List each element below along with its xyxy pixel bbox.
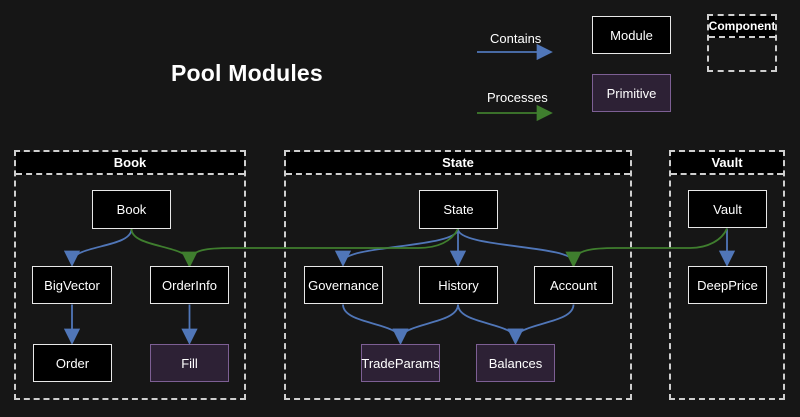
node-orderinfo-label: OrderInfo <box>162 277 217 293</box>
node-vault-label: Vault <box>713 201 742 217</box>
node-fill-label: Fill <box>181 355 198 371</box>
container-state: State <box>284 150 632 400</box>
container-state-title: State <box>286 152 630 175</box>
node-state-label: State <box>443 202 474 217</box>
container-vault-title: Vault <box>671 152 783 175</box>
node-fill: Fill <box>150 344 229 382</box>
node-governance-label: Governance <box>308 277 379 293</box>
node-account: Account <box>534 266 613 304</box>
node-balances: Balances <box>476 344 555 382</box>
node-tradeparams-label: TradeParams <box>361 355 440 371</box>
node-order: Order <box>33 344 112 382</box>
legend-module-label: Module <box>610 27 653 43</box>
node-governance: Governance <box>304 266 383 304</box>
node-tradeparams: TradeParams <box>361 344 440 382</box>
container-vault: Vault <box>669 150 785 400</box>
node-orderinfo: OrderInfo <box>150 266 229 304</box>
node-deepprice: DeepPrice <box>688 266 767 304</box>
node-bigvector-label: BigVector <box>44 277 100 293</box>
container-book-title: Book <box>16 152 244 175</box>
legend-module-swatch: Module <box>592 16 671 54</box>
legend-contains-label: Contains <box>490 31 542 46</box>
node-history: History <box>419 266 498 304</box>
node-book: Book <box>92 190 171 229</box>
node-account-label: Account <box>550 277 597 293</box>
node-vault: Vault <box>688 190 767 228</box>
legend-primitive-swatch: Primitive <box>592 74 671 112</box>
node-state: State <box>419 190 498 229</box>
node-deepprice-label: DeepPrice <box>697 277 758 293</box>
node-history-label: History <box>438 277 479 293</box>
legend-processes-label: Processes <box>487 90 548 105</box>
node-bigvector: BigVector <box>32 266 112 304</box>
node-balances-label: Balances <box>488 355 543 371</box>
legend-primitive-label: Primitive <box>606 85 657 101</box>
node-book-label: Book <box>116 202 147 217</box>
legend-component-swatch: Component <box>707 14 777 72</box>
node-order-label: Order <box>55 355 90 371</box>
page-title: Pool Modules <box>171 60 323 86</box>
container-book: Book <box>14 150 246 400</box>
legend-component-label: Component <box>709 16 775 38</box>
